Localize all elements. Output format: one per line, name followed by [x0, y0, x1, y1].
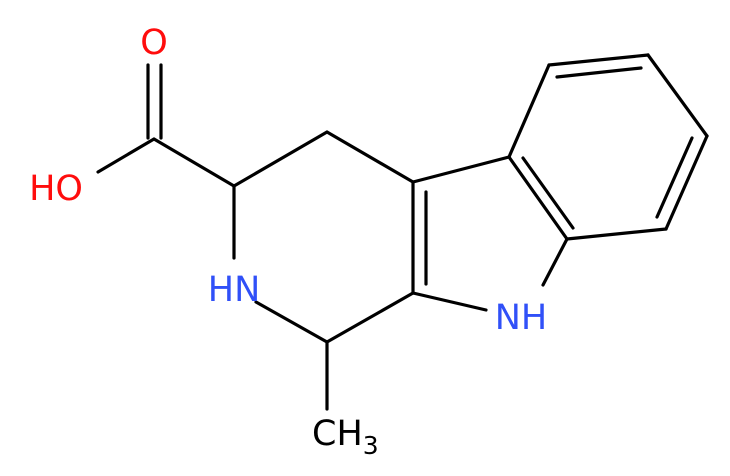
bond-c4b-c8a-a — [507, 155, 569, 241]
bond-c4-c4a — [325, 130, 415, 184]
methyl-label: CH3 — [312, 414, 379, 460]
bond-carboxyl-c3 — [152, 137, 236, 188]
bond-c3-c4 — [232, 130, 329, 188]
hydroxyl-label: HO — [29, 169, 83, 209]
methyl-main-text: CH — [312, 414, 363, 454]
bond-n2-c1 — [254, 300, 329, 344]
indole-nh-label: NH — [495, 298, 548, 338]
bond-c4b-c8a-b — [521, 156, 575, 230]
bond-c1-c9a — [325, 291, 415, 344]
bond-c7-c8-a — [664, 134, 709, 231]
carbonyl-oxygen-label: O — [140, 23, 168, 63]
bond-c9a-n9 — [411, 291, 488, 312]
bond-c5-c6-a — [547, 53, 650, 67]
bond-c4b-c5 — [507, 63, 551, 159]
bond-c5-c6-b — [555, 66, 643, 79]
bond-c8-c8a — [565, 227, 668, 241]
bond-c7-c8-b — [655, 136, 694, 219]
bond-c4a-c4b — [411, 155, 511, 184]
bond-c6-c7 — [646, 53, 709, 138]
bond-c-oh — [96, 137, 156, 174]
piperidine-nh-label: HN — [208, 270, 261, 310]
bond-n9-c8a — [541, 237, 569, 287]
methyl-subscript: 3 — [363, 431, 379, 460]
